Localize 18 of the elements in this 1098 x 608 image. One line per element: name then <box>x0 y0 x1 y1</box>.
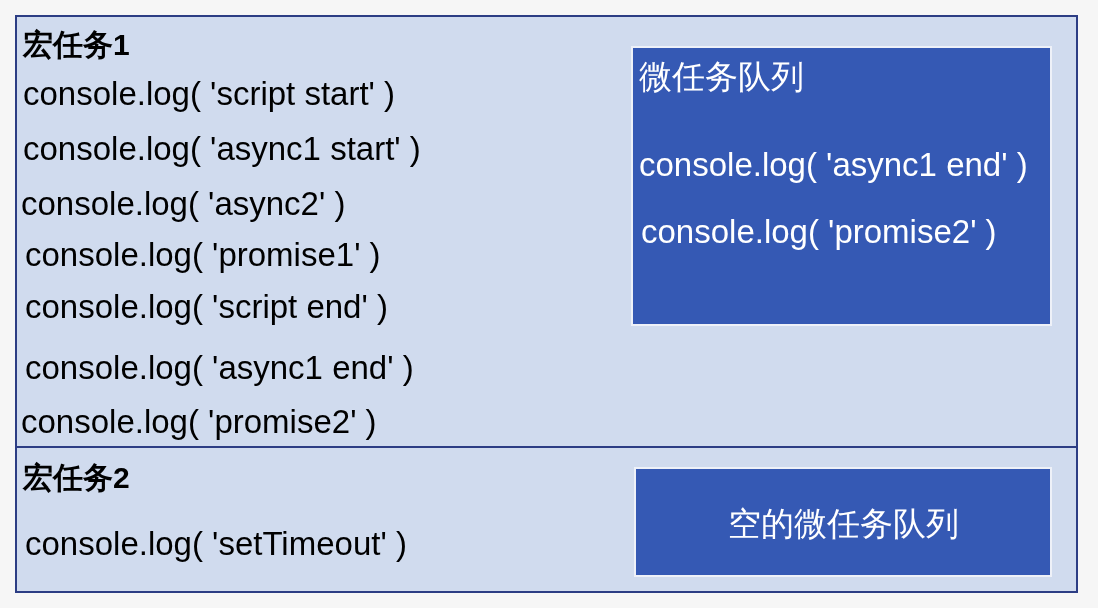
task-panel <box>15 446 1078 593</box>
panel-heading: 宏任务1 <box>23 27 130 63</box>
code-line: console.log( 'async1 start' ) <box>23 130 421 168</box>
code-line: console.log( 'promise1' ) <box>25 236 381 274</box>
code-line: console.log( 'setTimeout' ) <box>25 525 407 563</box>
panel-heading: 宏任务2 <box>23 460 130 496</box>
queue-label: 空的微任务队列 <box>727 505 959 543</box>
queue-box <box>631 46 1052 326</box>
queue-title: 微任务队列 <box>639 58 804 96</box>
queue-box <box>634 467 1052 577</box>
code-line: console.log( 'async1 end' ) <box>25 349 414 387</box>
code-line: console.log( 'script start' ) <box>23 75 396 113</box>
task-panel <box>15 15 1078 448</box>
code-line: console.log( 'promise2' ) <box>21 403 377 441</box>
code-line: console.log( 'script end' ) <box>25 288 388 326</box>
code-line: console.log( 'async2' ) <box>21 185 346 223</box>
code-line: console.log( 'promise2' ) <box>641 213 997 251</box>
code-line: console.log( 'async1 end' ) <box>639 146 1028 184</box>
